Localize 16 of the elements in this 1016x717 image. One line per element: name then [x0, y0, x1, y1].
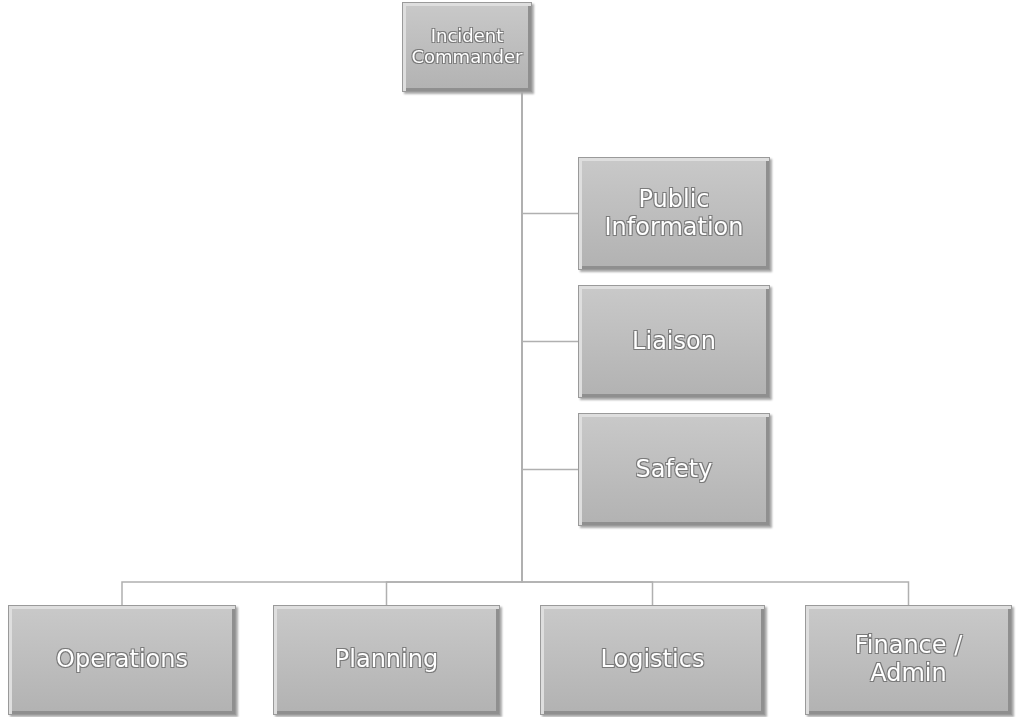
org-box [273, 605, 500, 715]
role-label: Safety [635, 455, 713, 484]
org-box [805, 605, 1012, 715]
org-box [402, 2, 532, 92]
role-label: Planning [334, 646, 439, 674]
role-label: Finance / Admin [853, 632, 964, 688]
org-box [578, 157, 770, 270]
org-box [578, 285, 770, 398]
role-label: Incident Commander [411, 26, 523, 68]
org-box [8, 605, 236, 715]
org-box [540, 605, 765, 715]
role-label: Public Information [603, 185, 745, 242]
role-label: Liaison [632, 327, 716, 356]
role-label: Operations [56, 646, 188, 674]
org-box [578, 413, 770, 526]
role-label: Logistics [600, 646, 705, 674]
